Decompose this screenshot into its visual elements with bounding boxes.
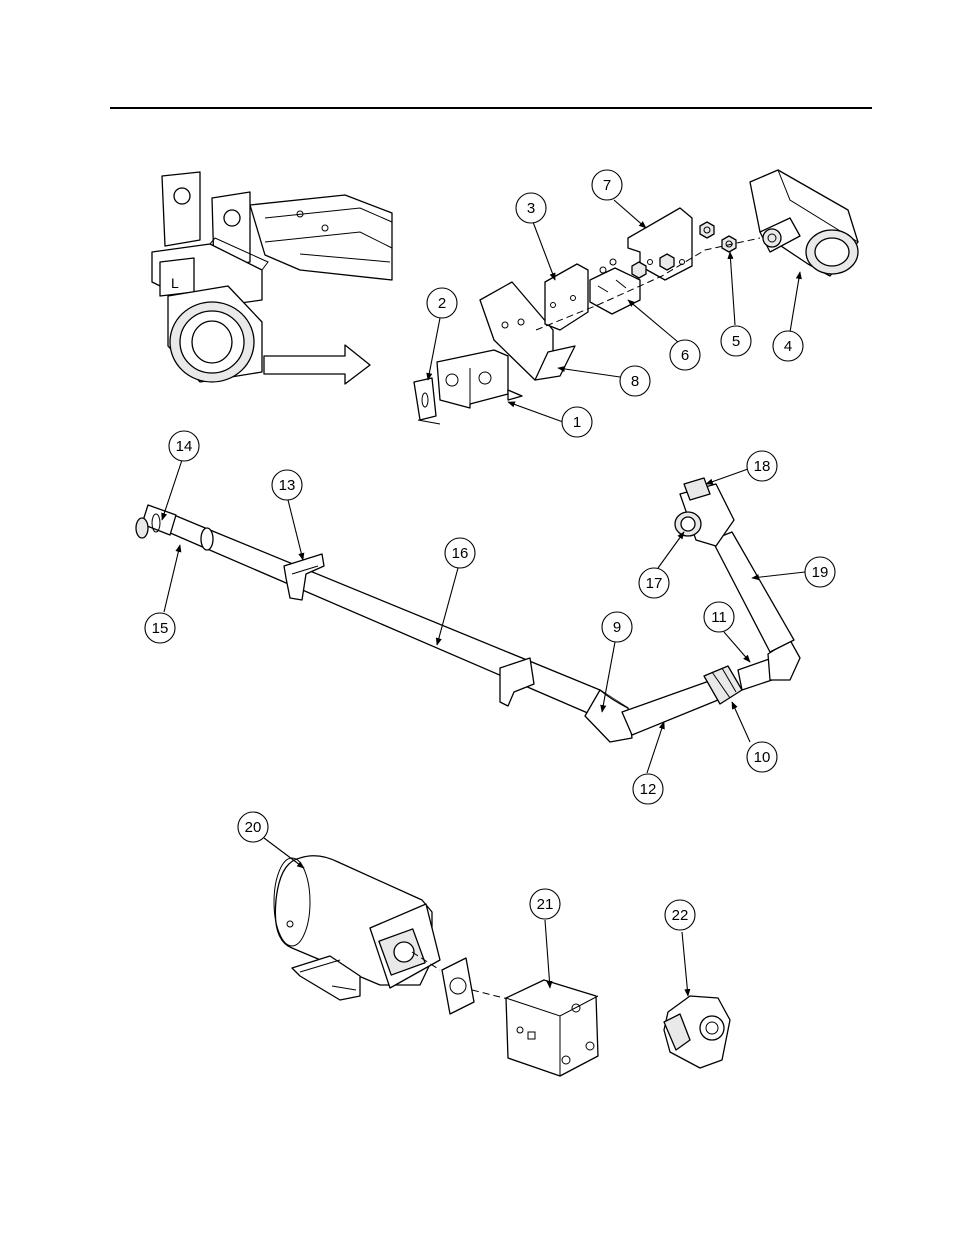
svg-text:16: 16 <box>452 545 469 562</box>
part-2-tab <box>414 378 436 420</box>
svg-text:19: 19 <box>812 564 829 581</box>
nut-a <box>700 222 714 238</box>
svg-text:1: 1 <box>573 414 581 431</box>
callout-7: 7 <box>592 170 622 200</box>
callout-1: 1 <box>562 407 592 437</box>
callout-4: 4 <box>773 331 803 361</box>
assembled-valve-detail: L <box>152 172 392 382</box>
svg-text:22: 22 <box>672 907 689 924</box>
callout-9: 9 <box>602 612 632 642</box>
callout-2: 2 <box>427 288 457 318</box>
part-22-pump <box>664 996 730 1068</box>
motor-pump-row <box>274 856 730 1076</box>
svg-text:12: 12 <box>640 781 657 798</box>
callout-22: 22 <box>665 900 695 930</box>
callout-12: 12 <box>633 774 663 804</box>
svg-text:11: 11 <box>711 609 727 626</box>
svg-text:15: 15 <box>152 620 169 637</box>
part-3-plate <box>545 264 588 330</box>
pipe-assembly <box>136 478 800 742</box>
svg-text:6: 6 <box>681 347 689 364</box>
callout-15: 15 <box>145 613 175 643</box>
svg-text:13: 13 <box>279 477 296 494</box>
callout-13: 13 <box>272 470 302 500</box>
part-19-pipe <box>712 532 794 652</box>
callout-18: 18 <box>747 451 777 481</box>
svg-text:2: 2 <box>438 295 446 312</box>
assembly-direction-arrow <box>264 345 370 384</box>
svg-text:18: 18 <box>754 458 771 475</box>
callout-16: 16 <box>445 538 475 568</box>
svg-text:21: 21 <box>537 896 554 913</box>
svg-text:10: 10 <box>754 749 771 766</box>
svg-text:14: 14 <box>176 438 193 455</box>
part-16-pipe <box>205 530 600 714</box>
part-21-pump <box>506 980 598 1076</box>
callout-10: 10 <box>747 742 777 772</box>
bracket-letter: L <box>171 275 179 291</box>
svg-text:3: 3 <box>527 200 535 217</box>
part-4-valve <box>750 170 858 276</box>
callout-14: 14 <box>169 431 199 461</box>
callout-3: 3 <box>516 193 546 223</box>
svg-text:17: 17 <box>646 575 663 592</box>
callout-6: 6 <box>670 340 700 370</box>
callout-5: 5 <box>721 326 751 356</box>
svg-text:9: 9 <box>613 619 621 636</box>
callout-21: 21 <box>530 889 560 919</box>
callout-20: 20 <box>238 812 268 842</box>
nut-b <box>722 236 736 252</box>
svg-text:5: 5 <box>732 333 740 350</box>
svg-text:7: 7 <box>603 177 611 194</box>
callout-17: 17 <box>639 568 669 598</box>
svg-text:4: 4 <box>784 338 792 355</box>
callout-8: 8 <box>620 366 650 396</box>
gasket <box>442 958 474 1014</box>
part-20-motor <box>274 856 440 1000</box>
part-12-pipe <box>622 680 718 735</box>
part-1-u-bracket <box>437 350 508 408</box>
svg-text:8: 8 <box>631 373 639 390</box>
callout-19: 19 <box>805 557 835 587</box>
callout-11: 11 <box>704 602 734 632</box>
svg-text:20: 20 <box>245 819 262 836</box>
